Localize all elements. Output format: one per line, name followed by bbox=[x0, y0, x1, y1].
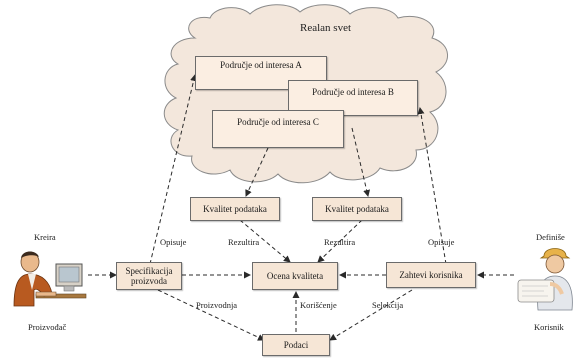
label-opisuje-left: Opisuje bbox=[160, 237, 187, 247]
product-specification-box: Specifikacija proizvoda bbox=[116, 262, 182, 290]
producer-action-label: Kreira bbox=[34, 232, 56, 242]
edge-area-c-to-quality-left bbox=[245, 147, 269, 197]
user-requirements-box: Zahtevi korisnika bbox=[386, 262, 476, 288]
user-action-label: Definiše bbox=[536, 232, 565, 242]
edge-spec-to-data bbox=[157, 289, 265, 341]
label-proizvodnja: Proizvodnja bbox=[196, 300, 238, 310]
edge-area-c-to-quality-right bbox=[351, 127, 371, 197]
data-quality-box-right: Kvalitet podataka bbox=[312, 197, 402, 221]
product-specification-line-1: Specifikacija bbox=[125, 266, 173, 276]
label-opisuje-right: Opisuje bbox=[428, 237, 455, 247]
quality-assessment-box: Ocena kvaliteta bbox=[252, 262, 338, 290]
label-selekcija: Selekcija bbox=[372, 300, 404, 310]
cloud-title: Realan svet bbox=[300, 22, 352, 34]
label-rezultira-right: Rezultira bbox=[324, 237, 356, 247]
producer-illustration bbox=[13, 251, 87, 307]
edge-spec-to-area-a bbox=[149, 74, 198, 265]
user-illustration bbox=[517, 248, 573, 311]
area-of-interest-c: Područje od interesa C bbox=[212, 110, 344, 148]
label-rezultira-left: Rezultira bbox=[228, 237, 260, 247]
edge-quality-left-to-assessment bbox=[239, 219, 291, 263]
data-quality-box-left: Kvalitet podataka bbox=[190, 197, 280, 221]
edge-quality-right-to-assessment bbox=[317, 219, 363, 263]
producer-name-label: Proizvođač bbox=[28, 322, 67, 332]
edge-requirements-to-data bbox=[329, 289, 413, 341]
user-name-label: Korisnik bbox=[534, 322, 564, 332]
label-koriscenje: Korišćenje bbox=[300, 300, 337, 310]
edge-requirements-to-area-b bbox=[417, 107, 447, 265]
product-specification-line-2: proizvoda bbox=[131, 276, 167, 286]
data-box: Podaci bbox=[262, 334, 330, 356]
